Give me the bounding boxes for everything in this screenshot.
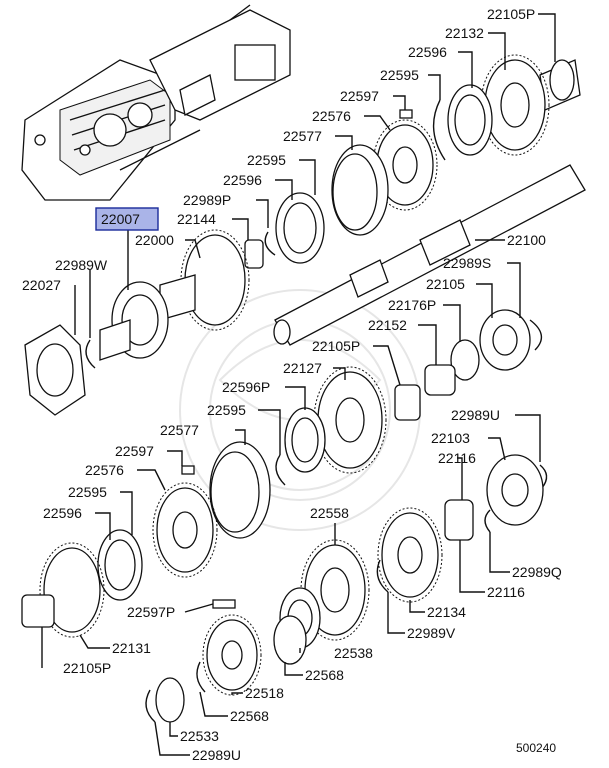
transmission-assembly-illustration [21, 4, 291, 201]
part-label[interactable]: 22577 [160, 422, 199, 438]
diagram-reference-number: 500240 [516, 741, 556, 755]
part-label[interactable]: 22105P [312, 338, 360, 354]
part-label[interactable]: 22105P [63, 660, 111, 676]
part-label[interactable]: 22576 [312, 108, 351, 124]
part-label[interactable]: 22116 [438, 450, 476, 466]
part-label[interactable]: 22134 [427, 604, 466, 620]
part-label[interactable]: 22989U [451, 407, 500, 423]
part-label[interactable]: 22989P [183, 192, 231, 208]
part-label[interactable]: 22176P [388, 297, 436, 313]
part-label[interactable]: 22989S [443, 255, 491, 271]
part-label[interactable]: 22597 [115, 443, 154, 459]
right-mid-parts [21, 309, 543, 638]
part-label[interactable]: 22568 [230, 708, 269, 724]
part-label[interactable]: 22152 [368, 317, 407, 333]
part-label[interactable]: 22103 [431, 430, 470, 446]
part-label[interactable]: 22989W [55, 257, 108, 273]
selected-part-highlight[interactable] [95, 207, 159, 231]
part-label[interactable]: 22127 [283, 360, 322, 376]
part-label[interactable]: 22000 [135, 232, 174, 248]
part-label[interactable]: 22577 [283, 128, 322, 144]
part-label[interactable]: 22533 [180, 728, 219, 744]
part-label[interactable]: 22989U [192, 747, 241, 763]
upper-shaft-parts [24, 54, 581, 416]
part-label[interactable]: 22595 [68, 484, 107, 500]
part-label[interactable]: 22144 [177, 211, 216, 227]
part-label[interactable]: 22538 [334, 645, 373, 661]
part-label[interactable]: 22131 [112, 640, 151, 656]
part-label[interactable]: 22132 [445, 25, 484, 41]
part-label[interactable]: 22105 [426, 276, 465, 292]
part-label[interactable]: 22597P [127, 604, 175, 620]
part-label[interactable]: 22596 [43, 505, 82, 521]
part-label[interactable]: 22576 [85, 462, 124, 478]
part-label[interactable]: 22100 [507, 232, 546, 248]
part-label[interactable]: 22596 [223, 172, 262, 188]
part-label[interactable]: 22989Q [512, 564, 562, 580]
part-label[interactable]: 22105P [487, 6, 535, 22]
part-label[interactable]: 22595 [207, 402, 246, 418]
leader-lines [41, 13, 556, 756]
part-label[interactable]: 22596P [222, 379, 270, 395]
selected-part-label[interactable]: 22007 [101, 211, 140, 227]
part-labels: 22105P 22132 22596 22595 22597 22576 225… [22, 6, 562, 763]
countershaft-parts [145, 454, 548, 723]
part-label[interactable]: 22595 [380, 67, 419, 83]
main-shaft-22100 [273, 164, 586, 346]
part-label[interactable]: 22027 [22, 277, 61, 293]
part-label[interactable]: 22558 [310, 505, 349, 521]
part-label[interactable]: 22989V [407, 625, 456, 641]
part-label[interactable]: 22597 [340, 88, 379, 104]
part-label[interactable]: 22518 [245, 685, 284, 701]
part-label[interactable]: 22116 [487, 584, 525, 600]
part-label[interactable]: 22596 [408, 44, 447, 60]
part-label[interactable]: 22568 [305, 667, 344, 683]
part-label[interactable]: 22595 [247, 152, 286, 168]
